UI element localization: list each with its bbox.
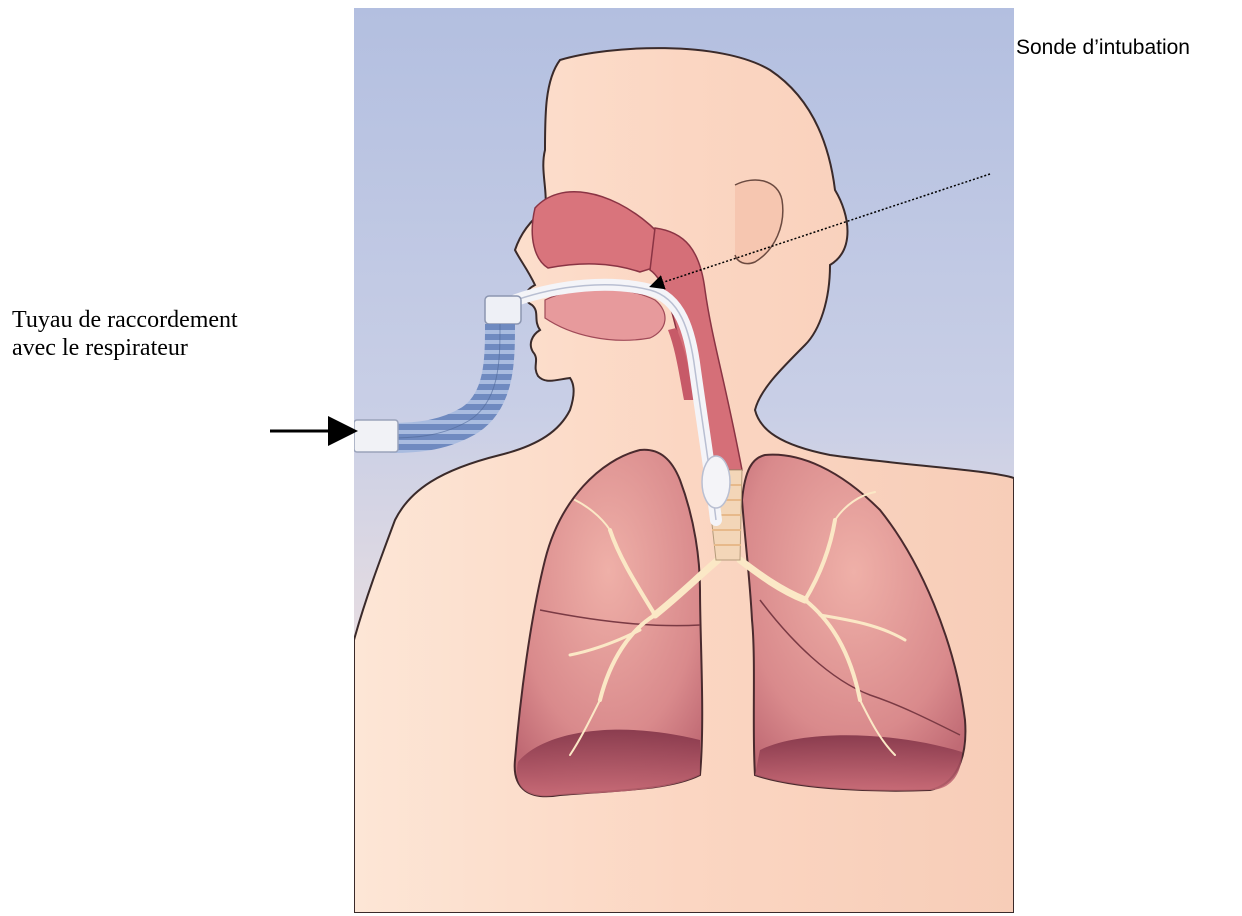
hose-end-connector [354, 420, 398, 452]
label-connector-hose: Tuyau de raccordement avec le respirateu… [12, 306, 332, 362]
label-connector-line1: Tuyau de raccordement [12, 306, 332, 334]
label-intubation-tube: Sonde d’intubation [1016, 36, 1190, 60]
anatomy-figure [354, 8, 1014, 913]
label-connector-line2: avec le respirateur [12, 334, 332, 362]
tube-cuff [702, 456, 730, 508]
tube-connector [485, 296, 521, 324]
